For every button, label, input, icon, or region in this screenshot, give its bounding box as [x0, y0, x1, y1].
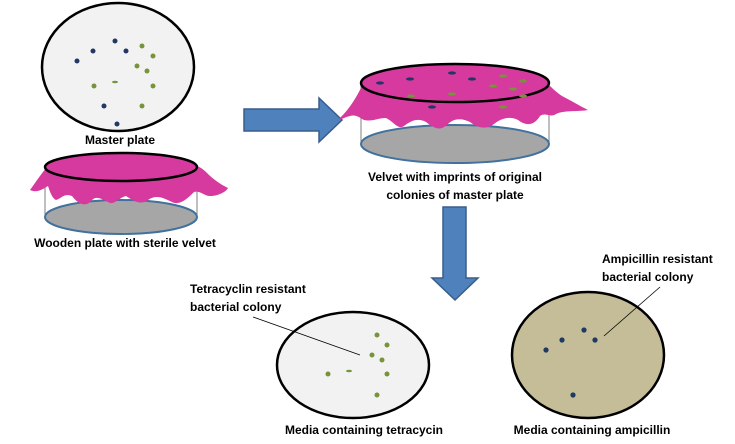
wooden-plate-base	[360, 124, 550, 164]
colony-green	[379, 357, 385, 363]
colony-blue	[123, 48, 129, 54]
ampicillin-colonies	[543, 327, 598, 398]
colony-green	[150, 53, 156, 59]
velvet-top	[359, 62, 551, 104]
colony-green	[134, 63, 140, 69]
colony-green	[346, 369, 352, 373]
imprinted-colonies	[376, 71, 527, 109]
tetracycline-dish	[275, 310, 431, 420]
imprint-blue	[468, 77, 476, 81]
colony-blue	[90, 48, 96, 54]
velvet-imprint-label-line1: Velvet with imprints of original	[368, 170, 542, 184]
velvet-imprint-label-line2: colonies of master plate	[386, 188, 524, 202]
amp-callout-line1: Ampicillin resistant	[602, 252, 713, 266]
tet-callout-line2: bacterial colony	[190, 300, 282, 314]
arrow-down-icon	[430, 206, 480, 302]
imprint-green	[509, 87, 517, 91]
colony-blue	[592, 337, 598, 343]
colony-blue	[101, 103, 107, 109]
tet-media-label: Media containing tetracycin	[285, 423, 443, 437]
arrow-right-icon	[243, 96, 344, 144]
imprint-green	[499, 105, 507, 109]
imprint-green	[489, 84, 497, 88]
colony-green	[384, 371, 390, 377]
imprint-green	[519, 79, 527, 83]
tet-callout-line1: Tetracyclin resistant	[190, 282, 306, 296]
tet-callout-leader	[252, 316, 361, 356]
amp-media-label: Media containing ampicillin	[514, 423, 671, 437]
colony-blue	[559, 337, 565, 343]
colony-blue	[581, 327, 587, 333]
colony-green	[144, 68, 150, 74]
imprint-blue	[376, 81, 384, 85]
colony-green	[374, 332, 380, 338]
colony-green	[325, 371, 331, 377]
colony-blue	[114, 121, 120, 127]
ampicillin-dish	[510, 290, 666, 420]
colony-blue	[112, 38, 118, 44]
master-plate-label: Master plate	[85, 133, 155, 147]
wooden-plate-base	[44, 199, 198, 235]
tetracycline-plate: Tetracyclin resistant bacterial colony M…	[190, 282, 443, 437]
colony-green	[150, 83, 156, 89]
velvet-top	[43, 151, 199, 183]
imprint-green	[519, 94, 527, 98]
wooden-plate-label: Wooden plate with sterile velvet	[34, 236, 216, 250]
colony-green	[369, 352, 375, 358]
master-plate-colonies	[74, 38, 156, 127]
colony-green	[112, 80, 118, 84]
colony-green	[91, 83, 97, 89]
imprint-green	[448, 92, 456, 96]
imprint-blue	[448, 71, 456, 75]
colony-blue	[543, 347, 549, 353]
imprint-green	[407, 94, 415, 98]
tetracycline-colonies	[325, 332, 390, 398]
imprint-green	[499, 74, 507, 78]
imprint-blue	[428, 105, 436, 109]
colony-green	[384, 342, 390, 348]
colony-green	[374, 392, 380, 398]
colony-blue	[74, 58, 80, 64]
amp-callout-leader	[603, 286, 661, 337]
imprint-blue	[406, 77, 414, 81]
wooden-plate-with-velvet: Wooden plate with sterile velvet	[30, 151, 228, 250]
colony-green	[139, 43, 145, 49]
master-plate: Master plate	[40, 1, 196, 147]
master-plate-dish	[40, 1, 196, 133]
velvet-with-imprints: Velvet with imprints of original colonie…	[339, 62, 588, 202]
colony-green	[139, 103, 145, 109]
colony-blue	[570, 392, 576, 398]
amp-callout-line2: bacterial colony	[602, 270, 694, 284]
ampicillin-plate: Ampicillin resistant bacterial colony Me…	[510, 252, 713, 437]
